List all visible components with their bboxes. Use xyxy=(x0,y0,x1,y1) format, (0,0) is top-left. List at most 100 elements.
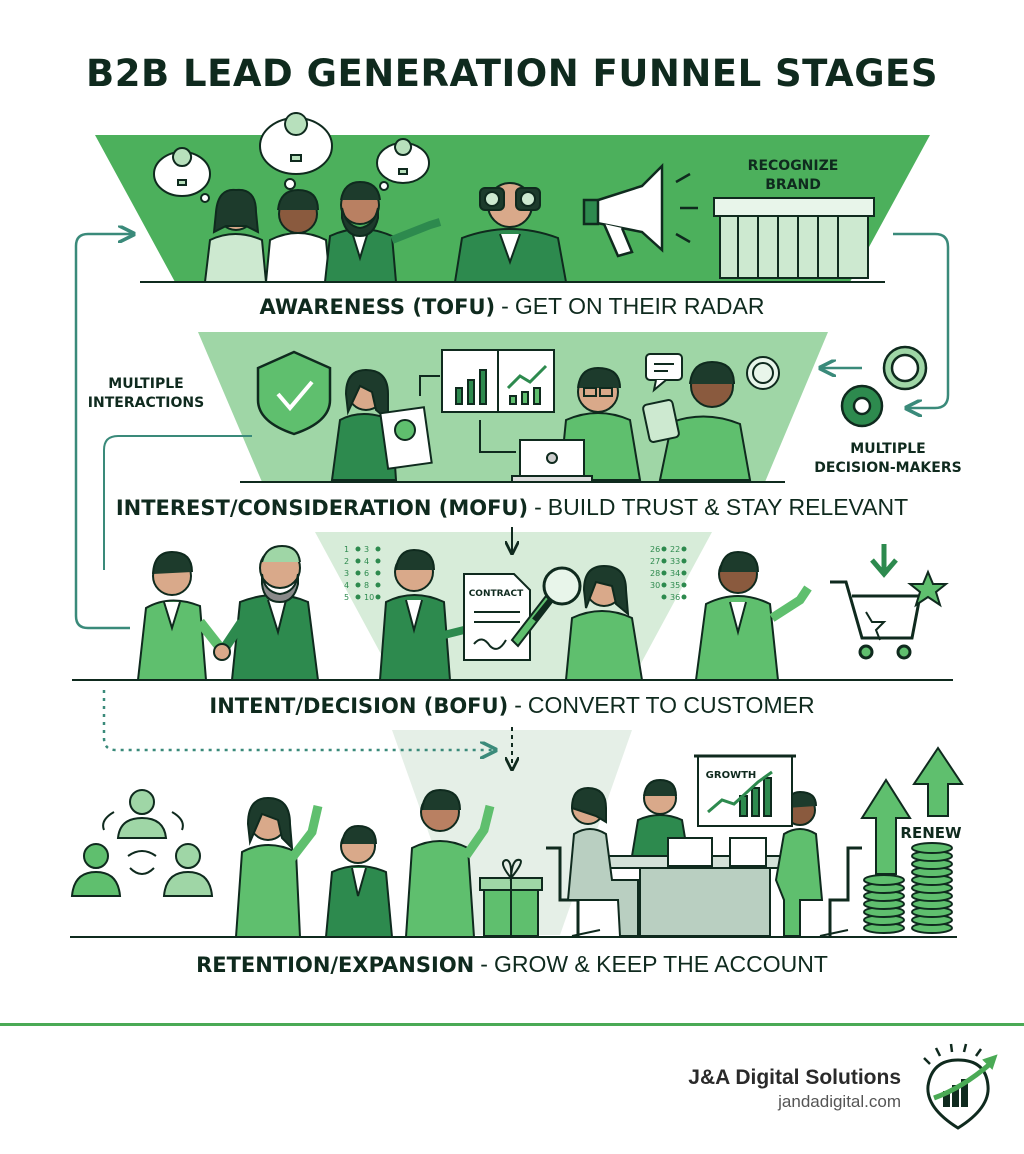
stage-separator: - xyxy=(501,293,509,319)
grid-dot xyxy=(681,570,687,576)
coin-stacks-icon xyxy=(863,842,953,934)
grid-dot xyxy=(375,594,381,600)
stage-name: INTEREST/CONSIDERATION (MOFU) xyxy=(115,496,529,520)
flow-arrow-mofu-line xyxy=(103,435,252,570)
question-gear-icon-small xyxy=(746,356,780,390)
thought-bubbles xyxy=(153,117,430,203)
flow-arrow-right-loop xyxy=(893,232,950,408)
page-title: B2B LEAD GENERATION FUNNEL STAGES xyxy=(86,52,938,95)
stage-tagline: GET ON THEIR RADAR xyxy=(514,293,765,319)
number-grid-left: 1 3 2 4 3 6 4 8 5 10 xyxy=(344,545,381,602)
person-man-waving xyxy=(404,788,495,938)
stage-separator: - xyxy=(480,951,488,977)
person-woman-report xyxy=(330,368,433,481)
person-woman-waving xyxy=(234,796,323,938)
grid-number: 10 xyxy=(364,593,374,602)
stage-name: AWARENESS (TOFU) xyxy=(259,295,496,319)
recognize-brand-label: RECOGNIZE BRAND xyxy=(747,158,839,193)
growth-label: GROWTH xyxy=(705,770,757,781)
grid-dot xyxy=(355,558,361,564)
person-man-tablet xyxy=(642,360,752,481)
stage-separator: - xyxy=(514,692,522,718)
person-woman-magnifier xyxy=(532,564,644,681)
grid-dot xyxy=(661,570,667,576)
multiple-decision-makers-label: MULTIPLE DECISION-MAKERS xyxy=(814,441,962,476)
coin xyxy=(911,842,953,854)
grid-dot xyxy=(355,546,361,552)
stage-tagline: BUILD TRUST & STAY RELEVANT xyxy=(547,494,909,520)
grid-number: 8 xyxy=(364,581,369,590)
grid-number: 4 xyxy=(344,581,349,590)
grid-dot xyxy=(661,582,667,588)
grid-number: 5 xyxy=(344,593,349,602)
grid-dot xyxy=(375,570,381,576)
grid-dot xyxy=(355,582,361,588)
storefront-icon xyxy=(713,197,875,279)
grid-dot xyxy=(661,558,667,564)
grid-number: 1 xyxy=(344,545,349,554)
grid-number: 22 xyxy=(670,545,680,554)
stage-label-retention: RETENTION/EXPANSION-GROW & KEEP THE ACCO… xyxy=(0,951,1024,978)
grid-dot xyxy=(681,582,687,588)
chat-bubble-icon xyxy=(645,353,683,393)
stage-separator: - xyxy=(534,494,542,520)
gear-question-icon xyxy=(840,345,928,428)
person-handshake-left xyxy=(136,550,226,681)
brand-logo-icon xyxy=(923,1043,998,1130)
grid-dot xyxy=(661,594,667,600)
grid-number: 3 xyxy=(344,569,349,578)
person-man-laptop xyxy=(511,366,642,483)
grid-number: 26 xyxy=(650,545,660,554)
multiple-interactions-label: MULTIPLE INTERACTIONS xyxy=(87,376,205,411)
network-people-icon xyxy=(70,789,214,897)
person-handshake-right xyxy=(213,544,320,681)
grid-dot xyxy=(355,594,361,600)
grid-dot xyxy=(681,546,687,552)
grid-dot xyxy=(661,546,667,552)
grid-number: 3 xyxy=(364,545,369,554)
grid-number: 27 xyxy=(650,557,660,566)
flow-arrow-dotted xyxy=(102,690,494,750)
renew-arrows-icon xyxy=(860,746,964,875)
grid-number: 30 xyxy=(650,581,660,590)
coin xyxy=(863,874,905,886)
grid-number: 6 xyxy=(364,569,369,578)
megaphone-icon xyxy=(582,162,698,258)
stage-label-consideration: INTEREST/CONSIDERATION (MOFU)-BUILD TRUS… xyxy=(0,494,1024,521)
person-man-curly xyxy=(264,188,332,283)
stage-name: INTENT/DECISION (BOFU) xyxy=(209,694,509,718)
shopping-cart-icon xyxy=(830,544,949,660)
grid-dot xyxy=(681,594,687,600)
grid-dot xyxy=(375,558,381,564)
grid-dot xyxy=(375,546,381,552)
brand-name: J&A Digital Solutions xyxy=(688,1066,901,1089)
growth-chart-board-icon xyxy=(694,754,796,827)
stage-label-decision: INTENT/DECISION (BOFU)-CONVERT TO CUSTOM… xyxy=(0,692,1024,719)
contract-label: CONTRACT xyxy=(468,589,524,599)
grid-number: 33 xyxy=(670,557,680,566)
shield-check-icon xyxy=(256,350,332,436)
grid-number: 35 xyxy=(670,581,680,590)
flow-arrow-left-loop xyxy=(74,234,132,630)
stage-tagline: CONVERT TO CUSTOMER xyxy=(527,692,815,718)
grid-dot xyxy=(355,570,361,576)
person-woman-awareness xyxy=(203,188,268,283)
grid-dot xyxy=(681,558,687,564)
number-grid-right: 26 22 27 33 28 34 30 35 36 xyxy=(650,545,687,602)
stage-tagline: GROW & KEEP THE ACCOUNT xyxy=(493,951,828,977)
person-man-contract xyxy=(378,548,465,681)
person-man-pointing xyxy=(694,550,812,681)
grid-number: 2 xyxy=(344,557,349,566)
analytics-board-icon xyxy=(419,349,555,453)
brand-url: jandadigital.com xyxy=(778,1092,901,1111)
grid-number: 4 xyxy=(364,557,369,566)
stage-label-awareness: AWARENESS (TOFU)-GET ON THEIR RADAR xyxy=(0,293,1024,320)
grid-dot xyxy=(375,582,381,588)
grid-number: 34 xyxy=(670,569,680,578)
grid-number: 36 xyxy=(670,593,680,602)
stage-name: RETENTION/EXPANSION xyxy=(196,953,475,977)
grid-number: 28 xyxy=(650,569,660,578)
person-binoculars xyxy=(453,182,568,283)
renew-label: RENEW xyxy=(900,824,962,842)
